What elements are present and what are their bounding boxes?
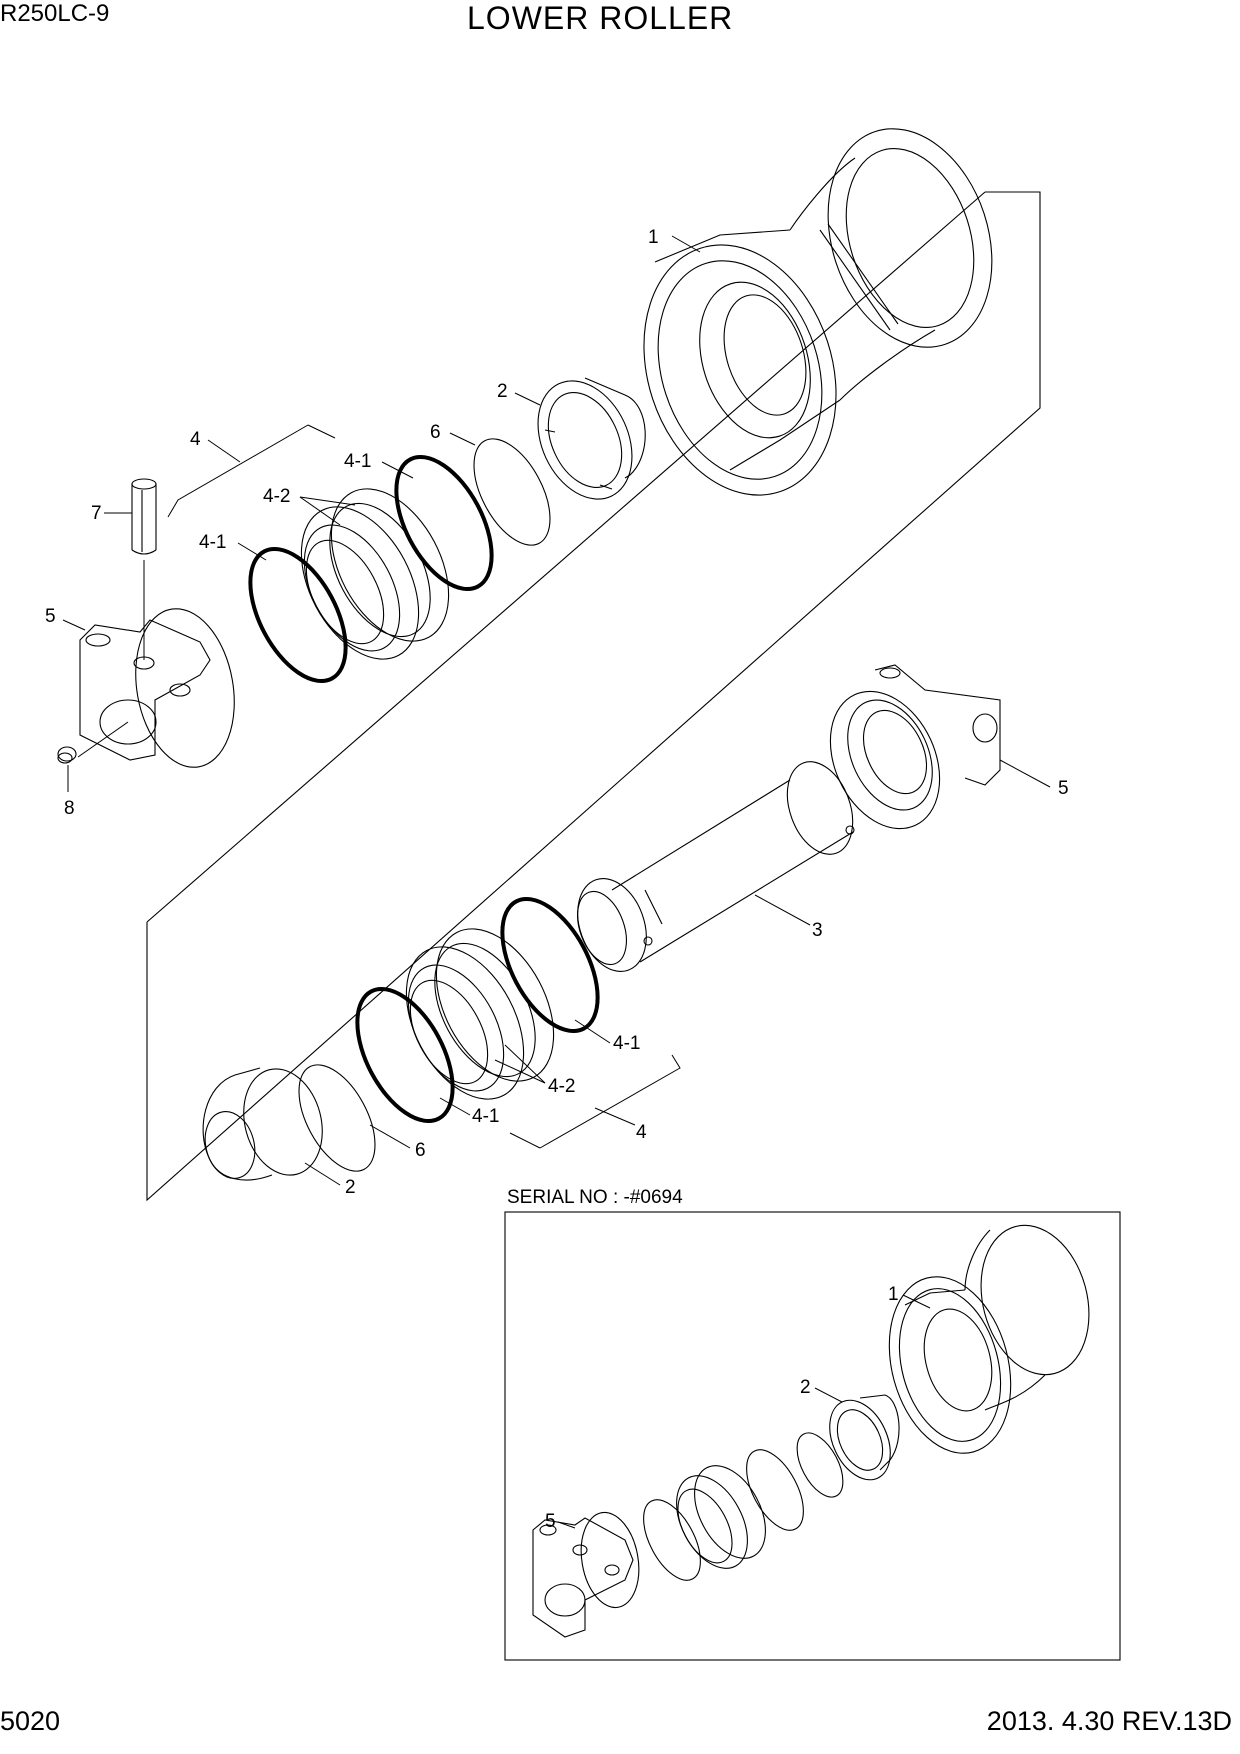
callout-4-1-upper-left: 4-1 <box>199 532 226 553</box>
callout-4-1-lower-left: 4-1 <box>472 1106 499 1127</box>
callout-4-2-upper: 4-2 <box>263 486 290 507</box>
callout-2-lower: 2 <box>345 1177 356 1198</box>
o-ring-upper <box>473 438 551 546</box>
inset-frame <box>504 1211 1121 1661</box>
group-bracket-upper <box>167 424 309 518</box>
inset-leader-2 <box>814 1387 843 1403</box>
inset-callout-2: 2 <box>800 1377 811 1398</box>
callout-7: 7 <box>91 503 102 524</box>
callout-6-upper: 6 <box>430 422 441 443</box>
pin <box>131 478 157 660</box>
collar-left <box>77 608 235 768</box>
inset-bushing <box>829 1394 900 1481</box>
callout-4-1-upper-right: 4-1 <box>344 451 371 472</box>
floating-seal-lower <box>405 928 555 1100</box>
page-title: LOWER ROLLER <box>467 0 734 36</box>
callout-2-upper: 2 <box>497 381 508 402</box>
leader-lines <box>62 235 1051 1186</box>
assembly-frame <box>146 191 1041 1202</box>
inset-callout-5: 5 <box>545 1511 556 1532</box>
group-bracket-lower <box>539 1054 681 1149</box>
collar-right <box>829 664 1001 830</box>
bushing-upper <box>537 377 646 500</box>
seal-ring-upper-right <box>394 454 494 592</box>
inset-collar <box>532 1511 640 1638</box>
seal-ring-upper-left <box>248 546 348 684</box>
callout-4-lower: 4 <box>636 1122 647 1143</box>
seal-ring-lower-left <box>355 986 455 1124</box>
page-number: 5020 <box>0 1706 61 1736</box>
callout-3: 3 <box>812 920 823 941</box>
inset-seal-ring-left <box>643 1499 701 1581</box>
callout-4-1-lower-right: 4-1 <box>613 1033 640 1054</box>
callout-5-left: 5 <box>45 606 56 627</box>
model-number: R250LC-9 <box>0 0 110 27</box>
inset-seal-ring-right <box>746 1449 804 1531</box>
callout-8: 8 <box>64 798 75 819</box>
roller-shell <box>643 128 993 496</box>
serial-number-note: SERIAL NO : -#0694 <box>507 1187 683 1208</box>
inset-o-ring <box>796 1432 844 1498</box>
callout-5-right: 5 <box>1058 778 1069 799</box>
seal-ring-lower-right <box>500 896 600 1034</box>
inset-leader-1 <box>902 1294 931 1309</box>
inset-roller-shell <box>888 1224 1090 1454</box>
inset-leader-5 <box>557 1521 576 1529</box>
shaft <box>577 761 855 972</box>
inset-callout-1: 1 <box>888 1284 899 1305</box>
callout-4-upper: 4 <box>190 429 201 450</box>
callout-6-lower: 6 <box>415 1140 426 1161</box>
callout-4-2-lower: 4-2 <box>548 1076 575 1097</box>
plug <box>57 746 77 792</box>
floating-seal-upper <box>300 488 450 660</box>
revision-date: 2013. 4.30 REV.13D <box>986 1706 1232 1736</box>
o-ring-lower <box>298 1064 376 1172</box>
bushing-lower <box>202 1067 323 1181</box>
assembly-frame-diagonal <box>146 191 986 923</box>
callout-1: 1 <box>648 227 659 248</box>
inset-floating-seal <box>676 1465 766 1569</box>
